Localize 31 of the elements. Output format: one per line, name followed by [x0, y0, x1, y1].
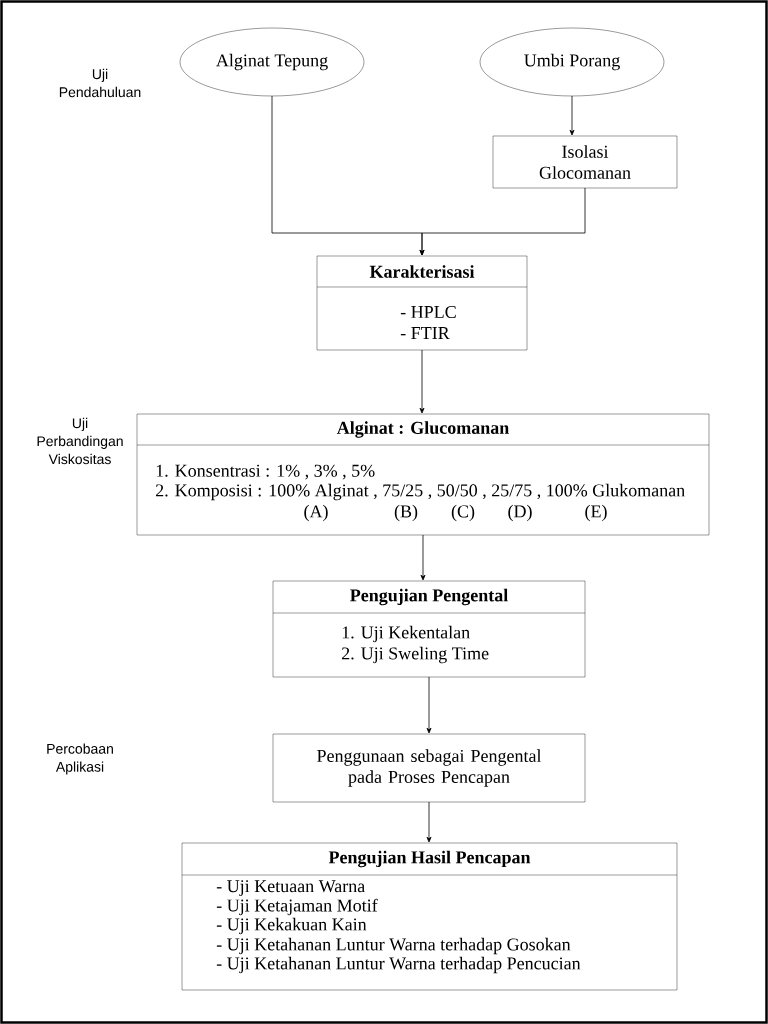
arrow — [419, 349, 425, 414]
box-heading: Karakterisasi — [369, 265, 475, 278]
stage-label: Uji Perbandingan Viskositas — [37, 417, 123, 465]
arrow — [419, 187, 586, 256]
stage-label: Percobaan Aplikasi — [47, 743, 113, 775]
arrow — [569, 95, 575, 136]
process-box: Penggunaan sebagai Pengental pada Proses Pencapan — [272, 733, 586, 803]
list-item: - Uji Ketahanan Luntur Warna terhadap Gosokan — [216, 937, 571, 955]
arrow — [420, 534, 426, 581]
box-heading: Pengujian Hasil Pencapan — [328, 850, 531, 868]
option-letter: (E) — [585, 504, 607, 522]
list-item: 2. Komposisi : 100% Alginat , 75/25 , 50/50 , 25/75 , 100% Glukomanan — [156, 483, 685, 501]
box-heading: Pengujian Pengental — [350, 588, 508, 606]
list-item: 1. Uji Kekentalan — [342, 625, 470, 643]
process-box: Isolasi Glocomanan — [492, 135, 678, 189]
list-item: - Uji Ketajaman Motif — [216, 898, 378, 916]
option-letter: (D) — [508, 504, 532, 522]
list-item: - Uji Ketuaan Warna — [216, 880, 365, 896]
list-item: 1. Konsentrasi : 1% , 3% , 5% — [156, 464, 375, 480]
list-item: - Uji Kekakuan Kain — [216, 917, 367, 935]
option-letter: (A) — [304, 504, 328, 522]
list-item: 2. Uji Sweling Time — [342, 646, 489, 664]
option-letter: (C) — [451, 504, 475, 522]
stage-label: Uji Pendahuluan — [59, 68, 141, 98]
box-heading: Alginat : Glucomanan — [336, 421, 509, 438]
list-item: - FTIR — [400, 327, 450, 339]
list-item: - HPLC — [400, 305, 456, 319]
arrow — [426, 801, 432, 843]
arrow — [426, 676, 432, 734]
option-letter: (B) — [394, 504, 418, 522]
list-item: - Uji Ketahanan Luntur Warna terhadap Pencucian — [216, 956, 581, 974]
